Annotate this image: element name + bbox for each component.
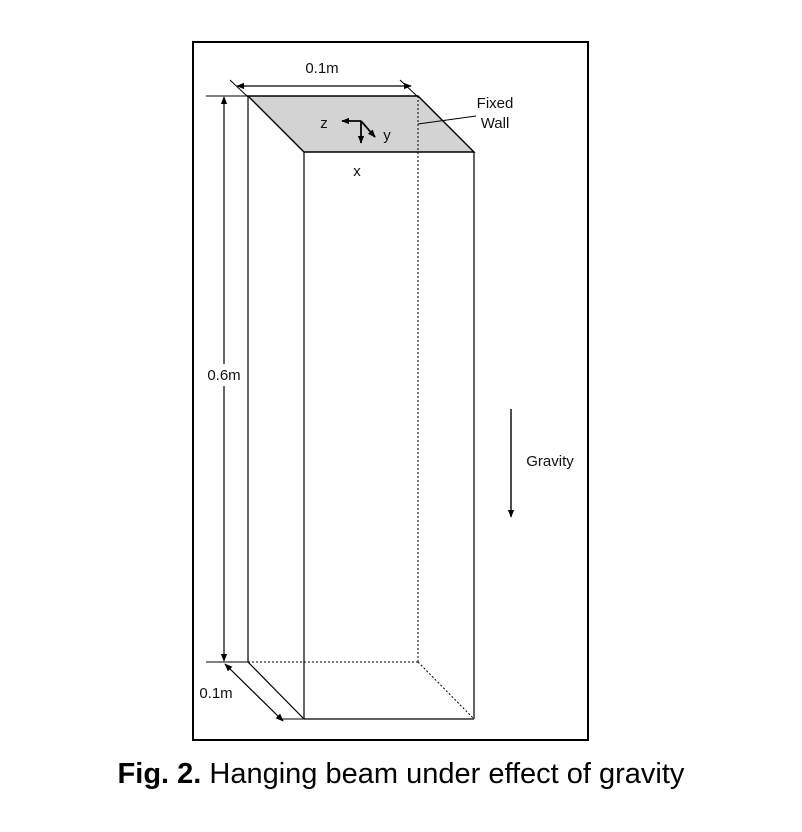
axis-y-label: y xyxy=(383,127,391,144)
fixed-wall-leader-line xyxy=(417,115,477,125)
figure-frame xyxy=(192,41,589,741)
width-extension-left xyxy=(229,79,249,98)
width-label: 0.1m xyxy=(305,60,338,77)
beam-edge-bottom-left xyxy=(247,661,305,720)
fixed-wall-label-line1: Fixed xyxy=(477,95,514,112)
fixed-wall-label-line2: Wall xyxy=(481,115,510,132)
beam-hidden-edge-bottom-right xyxy=(417,661,475,720)
figure-caption-text: Hanging beam under effect of gravity xyxy=(209,758,685,790)
depth-label: 0.1m xyxy=(199,685,232,702)
figure-number: Fig. 2. xyxy=(117,758,202,790)
coordinate-axes-icon xyxy=(341,117,376,144)
gravity-label: Gravity xyxy=(526,453,574,470)
depth-dimension-arrow xyxy=(224,663,284,722)
beam-diagram: 0.1m 0.6m 0.1m z y x Fixed Wall Gravity xyxy=(192,41,589,741)
width-extension-right xyxy=(399,79,419,98)
axis-x-label: x xyxy=(353,163,361,180)
figure-caption: Fig. 2. Hanging beam under effect of gra… xyxy=(0,758,802,791)
axis-z-label: z xyxy=(320,115,328,132)
height-label: 0.6m xyxy=(207,367,240,384)
